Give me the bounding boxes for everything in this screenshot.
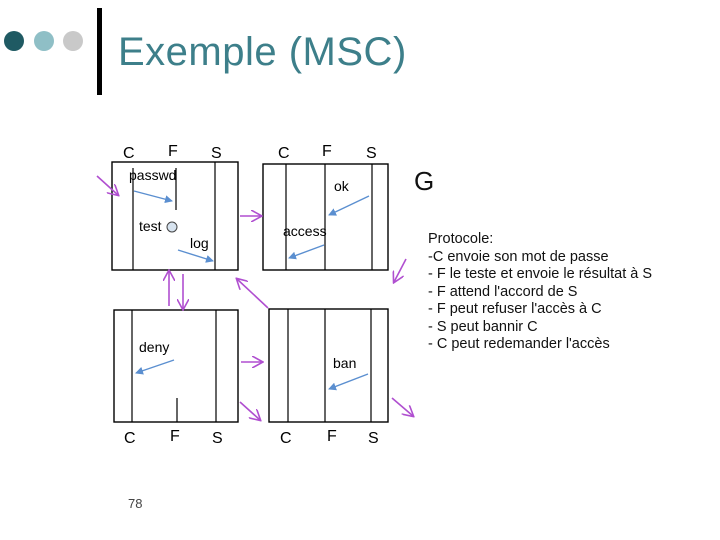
protocol-line: - S peut bannir C: [428, 318, 538, 335]
lifeline-label-f: F: [322, 143, 332, 160]
box-frame: [113, 309, 239, 423]
message-label-log: log: [190, 235, 209, 251]
transition-arrow-g: [394, 258, 407, 282]
box-frame: [111, 161, 239, 271]
message-arrow-passwd: [133, 190, 173, 204]
message-label-deny: deny: [139, 339, 169, 355]
msc-box-top-left: C F S passwd test log: [111, 143, 239, 271]
decor-dot-mid-icon: [34, 31, 54, 51]
lifeline-label-c: C: [278, 145, 290, 162]
msc-box-top-right: C F S ok access: [262, 143, 389, 271]
message-arrow-deny: [135, 359, 175, 375]
message-label-ok: ok: [334, 178, 350, 194]
page-number: 78: [128, 496, 143, 511]
message-arrow-ok: [328, 195, 370, 216]
side-label-g: G: [414, 166, 435, 196]
lifeline-label-s: S: [211, 145, 222, 162]
protocol-line: - F le teste et envoie le résultat à S: [428, 266, 653, 282]
lifeline-label-f: F: [168, 143, 178, 160]
transition-arrow-entry: [96, 175, 118, 195]
lifeline-label-s: S: [212, 430, 223, 447]
msc-box-bottom-right: C F S ban: [268, 308, 389, 447]
self-loop-icon: [166, 221, 178, 233]
lifeline-label-c: C: [280, 430, 292, 447]
box-frame: [268, 308, 389, 423]
transition-arrow-exit-right: [391, 397, 413, 416]
decor-dot-light-icon: [63, 31, 83, 51]
protocol-line: - C peut redemander l'accès: [428, 336, 610, 352]
message-label-test: test: [139, 218, 162, 234]
msc-box-bottom-left: C F S deny: [113, 309, 239, 447]
lifeline-label-f: F: [170, 428, 180, 445]
protocol-line: - F attend l'accord de S: [428, 283, 578, 300]
decor-dot-dark-icon: [4, 31, 24, 51]
message-arrow-log: [177, 249, 214, 263]
message-label-access: access: [283, 223, 327, 239]
lifeline-label-c: C: [123, 145, 135, 162]
protocol-description: Protocole: -C envoie son mot de passe - …: [428, 231, 652, 354]
message-arrow-ban: [328, 373, 369, 391]
protocol-line: -C envoie son mot de passe: [428, 248, 609, 265]
protocol-heading: Protocole:: [428, 231, 494, 247]
lifeline-label-s: S: [366, 145, 377, 162]
lifeline-label-s: S: [368, 430, 379, 447]
lifeline-label-c: C: [124, 430, 136, 447]
title-divider: [97, 8, 102, 95]
slide-title: Exemple (MSC): [118, 30, 407, 74]
message-label-ban: ban: [333, 355, 356, 371]
message-label-passwd: passwd: [129, 167, 176, 183]
message-arrow-access: [288, 244, 325, 260]
protocol-line: - F peut refuser l'accès à C: [428, 301, 602, 317]
transition-arrows: [96, 175, 413, 420]
transition-arrow-exit-left: [239, 401, 260, 420]
lifeline-label-f: F: [327, 428, 337, 445]
transition-arrow-back: [237, 279, 269, 309]
